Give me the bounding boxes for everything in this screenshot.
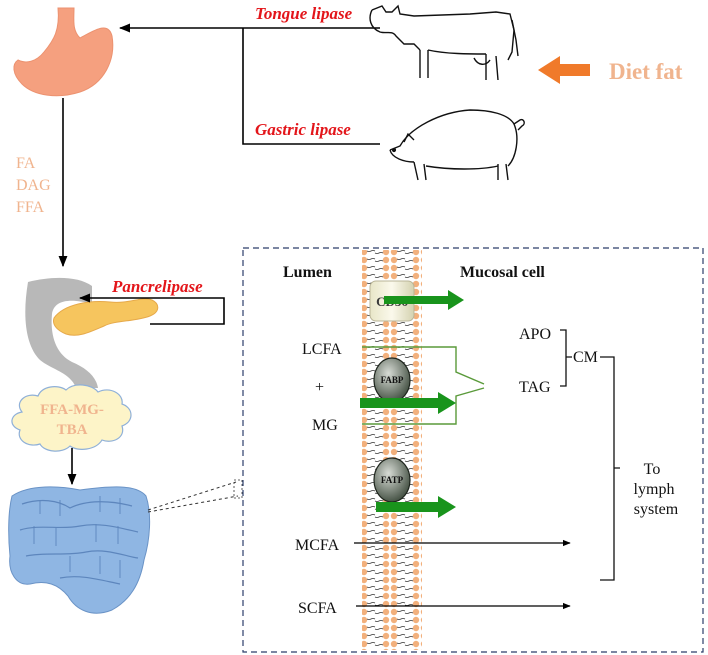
diet-fat-label: Diet fat (609, 59, 683, 84)
cm-bracket (600, 356, 620, 581)
product-dag: DAG (16, 177, 51, 194)
lymph-label-line2: lymph (634, 481, 675, 498)
gastric-lipase-label: Gastric lipase (255, 120, 351, 139)
gastric-lipase-line (242, 28, 380, 145)
cm-label: CM (573, 349, 598, 366)
mucosal-cell-label: Mucosal cell (460, 264, 545, 281)
product-ffa: FFA (16, 199, 45, 216)
mg-label: MG (312, 417, 338, 434)
product-fa: FA (16, 155, 36, 172)
fatp-green-arrow (376, 496, 456, 518)
cow-icon (369, 4, 519, 81)
mcfa-label: MCFA (295, 537, 340, 554)
mg-to-tag-line (362, 387, 485, 425)
pig-icon (389, 109, 525, 181)
lymph-label-line3: system (634, 501, 679, 518)
fatp-label: FATP (381, 475, 404, 485)
tag-label: TAG (519, 379, 551, 396)
lumen-label: Lumen (283, 264, 332, 281)
intestine-organ (8, 486, 151, 614)
lymph-label-line1: To (644, 461, 661, 478)
lcfa-to-tag-line (362, 346, 485, 385)
cd36-green-arrow (384, 290, 464, 310)
duodenum-organ (25, 277, 98, 388)
fabp-green-arrow (360, 392, 456, 414)
apo-tag-bracket (560, 329, 572, 387)
tongue-lipase-label: Tongue lipase (255, 4, 353, 23)
pancrelipase-label: Pancrelipase (111, 277, 203, 296)
plus-label: + (315, 379, 324, 396)
micelle-label-line1: FFA-MG- (40, 402, 104, 418)
pancreas-organ (53, 298, 159, 336)
zoom-line-bottom (147, 495, 239, 513)
lcfa-label: LCFA (302, 341, 342, 358)
inset-panel (242, 247, 704, 653)
pancrelipase-line (78, 293, 225, 325)
scfa-label: SCFA (298, 600, 337, 617)
zoom-marker (233, 479, 243, 499)
apo-label: APO (519, 326, 551, 343)
micelle-cloud (11, 384, 132, 452)
diet-fat-arrow (538, 56, 590, 84)
stomach-organ (13, 7, 114, 97)
zoom-line-top (147, 481, 237, 511)
micelle-label-line2: TBA (57, 422, 88, 438)
fabp-label: FABP (381, 375, 404, 385)
